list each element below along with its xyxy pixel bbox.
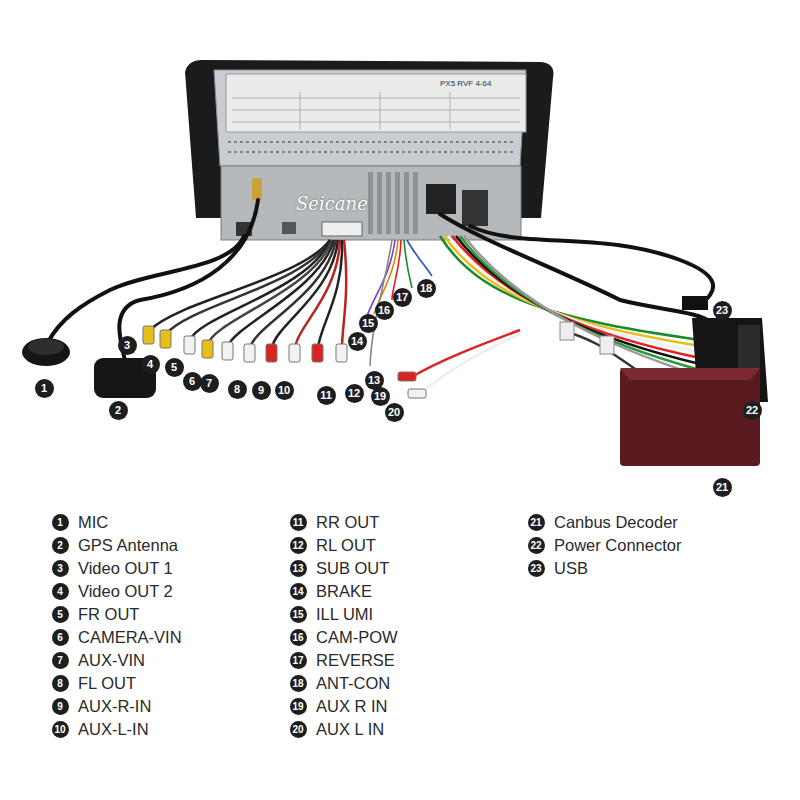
part-name: REVERSE (316, 650, 395, 670)
callout-number: 10 (52, 721, 69, 738)
vents (228, 142, 514, 152)
callout-number: 20 (385, 403, 404, 422)
part-name: AUX-R-IN (78, 696, 151, 716)
antenna-port (252, 178, 262, 200)
part-name: Video OUT 2 (78, 581, 173, 601)
sticker-lines (232, 92, 520, 130)
plug (462, 190, 488, 226)
callout-number: 13 (290, 560, 307, 577)
plug (322, 222, 362, 236)
callout-number: 19 (371, 387, 390, 406)
callout-number: 12 (290, 537, 307, 554)
part-name: ANT-CON (316, 673, 390, 693)
callout-number: 4 (52, 583, 69, 600)
callout-number: 8 (228, 380, 247, 399)
callout-number: 18 (417, 279, 436, 298)
part-name: ILL UMI (316, 604, 373, 624)
cables (48, 200, 713, 360)
callout-number: 6 (52, 629, 69, 646)
callout-number: 7 (52, 652, 69, 669)
sticker-text: PX5 RVF 4-64 (440, 79, 491, 89)
callout-number: 19 (290, 698, 307, 715)
aux-plug (408, 389, 426, 398)
part-name: BRAKE (316, 581, 372, 601)
callout-number: 3 (118, 336, 137, 355)
callout-number: 7 (200, 374, 219, 393)
callout-number: 23 (713, 301, 732, 320)
callout-number: 17 (393, 288, 412, 307)
callout-number: 1 (35, 379, 54, 398)
rca-plugs (143, 326, 347, 362)
callout-number: 17 (290, 652, 307, 669)
callout-number: 6 (183, 372, 202, 391)
callout-number: 22 (528, 537, 545, 554)
connector (560, 322, 574, 340)
callout-number: 5 (52, 606, 69, 623)
callout-number: 2 (109, 401, 128, 420)
mic-top (28, 339, 64, 355)
callout-number: 15 (290, 606, 307, 623)
part-name: AUX-L-IN (78, 719, 149, 739)
callout-number: 21 (713, 478, 732, 497)
callout-number: 14 (290, 583, 307, 600)
part-name: USB (554, 558, 588, 578)
callout-number: 5 (165, 358, 184, 377)
callout-number: 16 (290, 629, 307, 646)
mic (22, 338, 70, 366)
callout-number: 9 (52, 698, 69, 715)
callout-number: 9 (252, 381, 271, 400)
part-name: Power Connector (554, 535, 681, 555)
part-name: AUX R IN (316, 696, 388, 716)
callout-number: 21 (528, 514, 545, 531)
part-name: AUX-VIN (78, 650, 145, 670)
sticker (226, 74, 526, 132)
part-name: CAM-POW (316, 627, 398, 647)
callout-number: 18 (290, 675, 307, 692)
callout-number: 11 (317, 386, 336, 405)
port (282, 222, 296, 234)
callout-number: 23 (528, 560, 545, 577)
callout-number: 12 (345, 384, 364, 403)
part-name: FL OUT (78, 673, 136, 693)
part-name: RL OUT (316, 535, 376, 555)
connector (600, 336, 614, 354)
callout-number: 4 (141, 355, 160, 374)
part-name: SUB OUT (316, 558, 389, 578)
part-name: Canbus Decoder (554, 512, 678, 532)
plug (426, 184, 456, 214)
callout-number: 15 (359, 314, 378, 333)
callout-number: 2 (52, 537, 69, 554)
rca-wires (150, 240, 346, 348)
canbus-decoder (620, 368, 760, 466)
heat-sink (368, 172, 418, 234)
part-name: GPS Antenna (78, 535, 178, 555)
callout-number: 3 (52, 560, 69, 577)
usb-plug (682, 296, 708, 310)
callout-number: 10 (275, 381, 294, 400)
part-name: Video OUT 1 (78, 558, 173, 578)
part-name: RR OUT (316, 512, 379, 532)
chassis-top (214, 70, 526, 166)
watermark: Seicane (296, 193, 368, 214)
part-name: FR OUT (78, 604, 139, 624)
callout-number: 20 (290, 721, 307, 738)
canbus-top (620, 368, 760, 380)
signal-wires (362, 240, 432, 366)
callout-number: 14 (348, 332, 367, 351)
callout-number: 16 (375, 301, 394, 320)
part-name: CAMERA-VIN (78, 627, 182, 647)
callout-number: 11 (290, 514, 307, 531)
callout-number: 22 (743, 401, 762, 420)
callout-number: 8 (52, 675, 69, 692)
aux-plug (398, 372, 416, 381)
part-name: AUX L IN (316, 719, 384, 739)
part-name: MIC (78, 512, 108, 532)
callout-number: 1 (52, 514, 69, 531)
